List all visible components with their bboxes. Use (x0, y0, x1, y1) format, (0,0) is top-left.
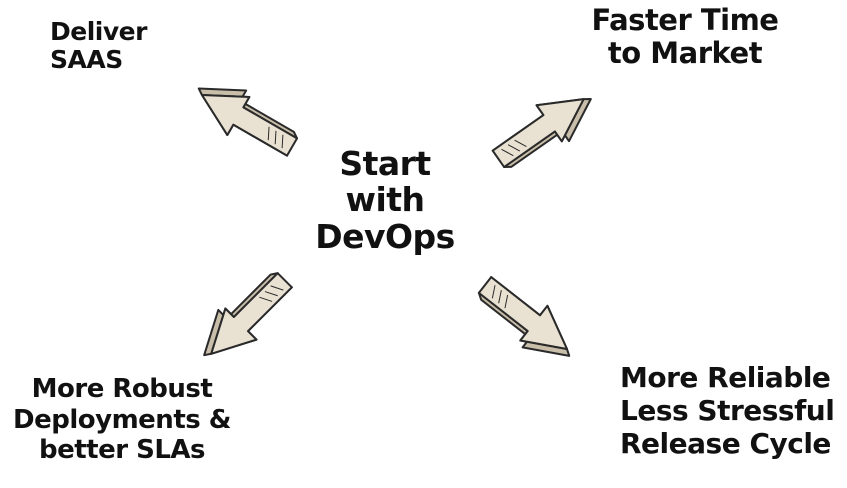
arrow-bottom-left-icon (203, 272, 293, 357)
outcome-bottom-right-line-3: Release Cycle (620, 426, 831, 460)
outcome-bottom-right-line-1: More Reliable (620, 361, 831, 394)
outcome-top-left-line-2: SAAS (50, 44, 123, 74)
outcome-top-right-line-1: Faster Time (591, 3, 779, 37)
outcome-label-deliver-saas: Deliver SAAS (50, 18, 147, 73)
outcome-bottom-left-line-3: better SLAs (38, 435, 206, 466)
outcome-label-more-reliable-release: More Reliable Less Stressful Release Cyc… (620, 361, 835, 460)
center-label-line-1: Start (339, 144, 431, 183)
outcome-label-more-robust-deployments: More Robust Deployments & better SLAs (8, 374, 236, 466)
center-label-line-3: DevOps (315, 216, 455, 256)
outcome-top-right-line-2: to Market (607, 36, 763, 71)
arrow-top-left-icon (197, 87, 299, 157)
center-label-start-with-devops: Start with DevOps (300, 144, 470, 256)
outcome-bottom-left-line-1: More Robust (31, 374, 213, 404)
outcome-bottom-right-line-2: Less Stressful (620, 393, 835, 427)
outcome-top-left-line-1: Deliver (50, 17, 147, 46)
arrow-bottom-right-icon (477, 276, 571, 357)
outcome-label-faster-time-to-market: Faster Time to Market (560, 3, 810, 71)
center-label-line-2: with (345, 180, 425, 220)
arrow-top-right-icon (491, 98, 592, 169)
outcome-bottom-left-line-2: Deployments & (13, 404, 231, 435)
